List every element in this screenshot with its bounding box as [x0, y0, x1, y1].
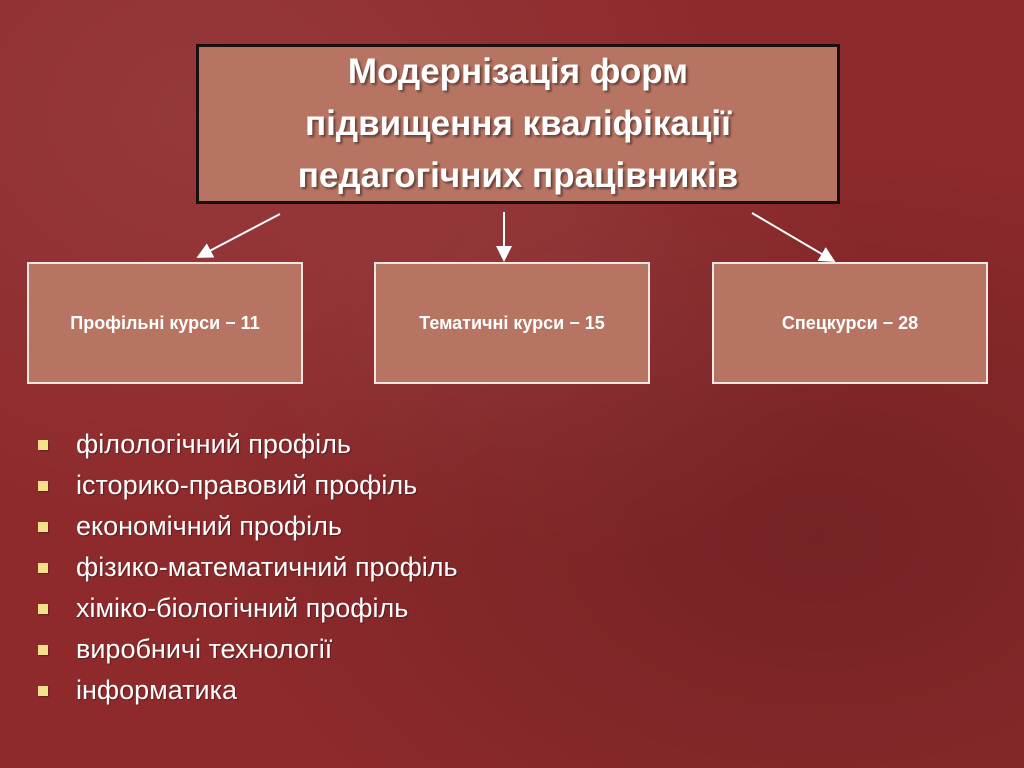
- list-item: філологічний профіль: [38, 424, 458, 465]
- title: Модернізація форм підвищення кваліфікаці…: [298, 46, 738, 202]
- bullet-icon: [38, 439, 48, 450]
- bullet-icon: [38, 521, 48, 532]
- bullet-icon: [38, 480, 48, 491]
- special-courses-label: Спецкурси − 28: [781, 312, 919, 333]
- bullet-icon: [38, 562, 48, 573]
- list-item: хіміко-біологічний профіль: [38, 588, 458, 629]
- profile-list: філологічний профіль історико-правовий п…: [38, 424, 458, 711]
- bullet-icon: [38, 603, 48, 614]
- arrow-right: [751, 212, 836, 263]
- bullet-icon: [38, 644, 48, 655]
- arrow-left: [196, 213, 281, 258]
- list-item: історико-правовий профіль: [38, 465, 458, 506]
- title-box: Модернізація форм підвищення кваліфікаці…: [196, 44, 840, 204]
- title-line-1: Модернізація форм: [347, 52, 689, 91]
- list-item: інформатика: [38, 670, 458, 711]
- title-line-2: підвищення кваліфікації: [305, 104, 731, 143]
- thematic-courses-label: Тематичні курси − 15: [419, 312, 605, 333]
- profile-courses-box: Профільні курси − 11: [27, 262, 303, 384]
- thematic-courses-box: Тематичні курси − 15: [374, 262, 650, 384]
- title-line-3: педагогічних працівників: [297, 156, 739, 195]
- list-item: виробничі технології: [38, 629, 458, 670]
- list-item: фізико-математичний профіль: [38, 547, 458, 588]
- profile-courses-label: Профільні курси − 11: [70, 312, 260, 333]
- list-item: економічний профіль: [38, 506, 458, 547]
- special-courses-box: Спецкурси − 28: [712, 262, 988, 384]
- bullet-icon: [38, 685, 48, 696]
